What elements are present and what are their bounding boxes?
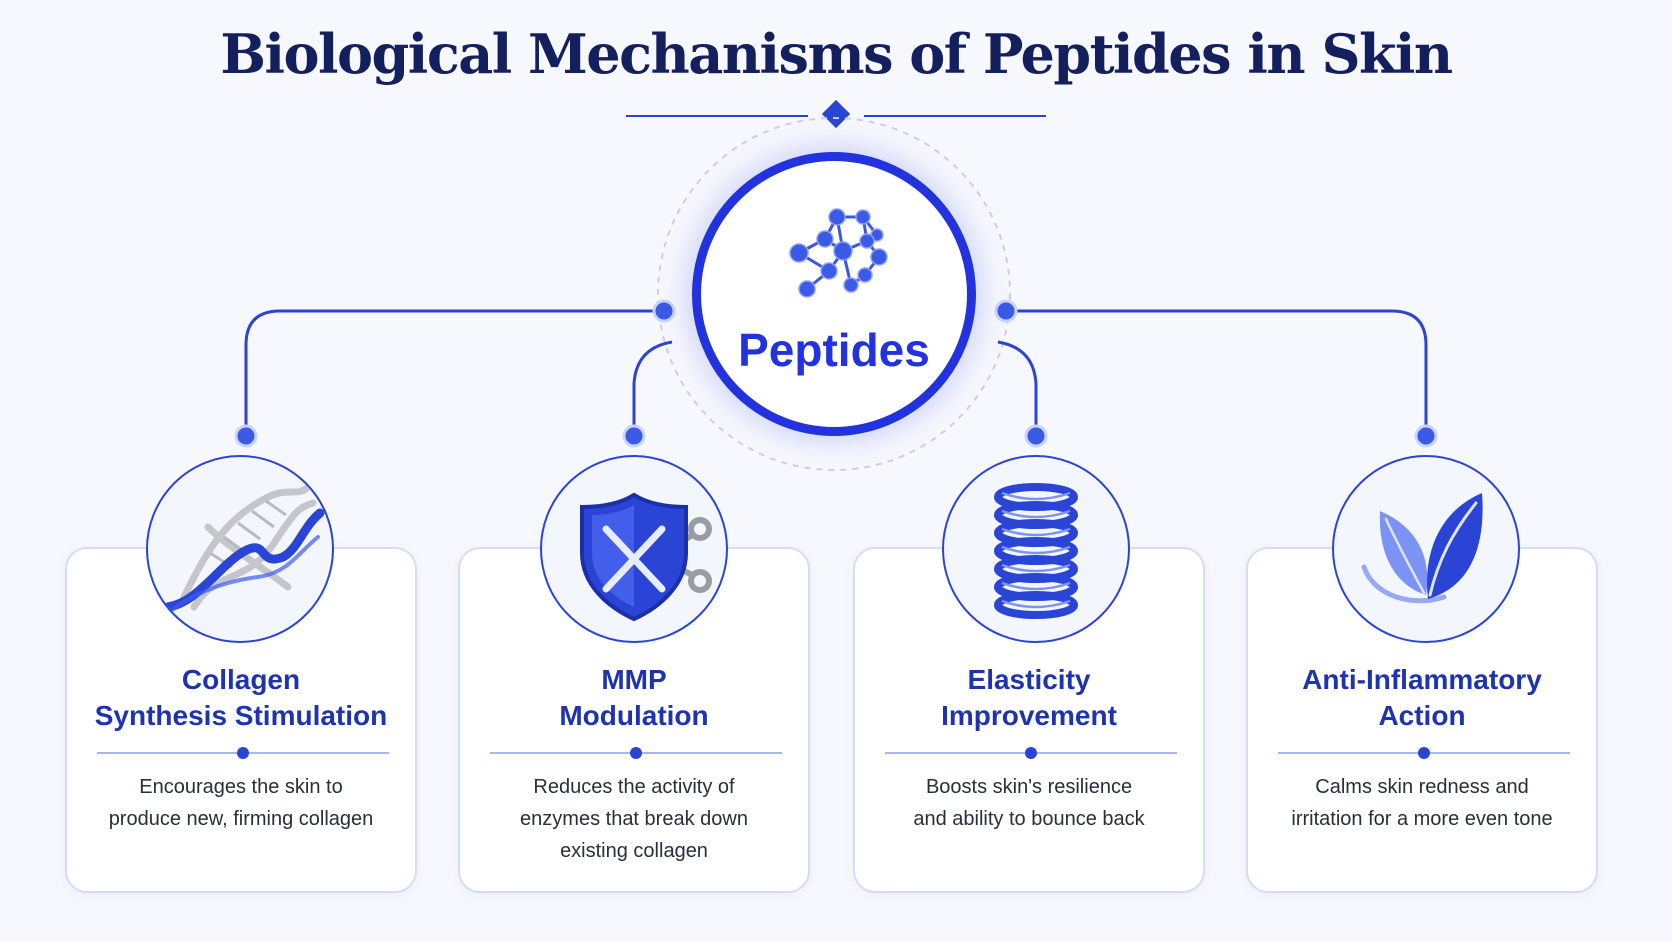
hub-label: Peptides	[738, 324, 930, 376]
connector-node	[234, 424, 258, 448]
elasticity-medallion	[942, 455, 1130, 643]
shield-scissors-icon	[580, 492, 712, 622]
connector-node	[652, 299, 676, 323]
peptides-hub: Peptides	[692, 152, 976, 436]
molecule-icon	[789, 208, 888, 298]
mmp-medallion	[540, 455, 728, 643]
connector-node	[622, 424, 646, 448]
card-title: Anti-Inflammatory Action	[1302, 664, 1542, 731]
card-description: Reduces the activity of enzymes that bre…	[520, 776, 748, 862]
anti-inflammatory-medallion	[1332, 455, 1520, 643]
mechanism-card-anti-inflammatory: Anti-Inflammatory Action Calms skin redn…	[1246, 547, 1598, 893]
card-divider	[97, 747, 389, 759]
card-title: Elasticity Improvement	[941, 664, 1117, 731]
connector-node	[1414, 424, 1438, 448]
card-description: Calms skin redness and irritation for a …	[1291, 776, 1553, 830]
connector-node	[1024, 424, 1048, 448]
card-divider	[885, 747, 1177, 759]
card-description: Boosts skin's resilience and ability to …	[913, 776, 1145, 830]
spring-icon	[994, 483, 1078, 619]
card-divider	[490, 747, 782, 759]
card-divider	[1278, 747, 1570, 759]
leaf-icon	[1361, 493, 1483, 604]
card-title: MMP Modulation	[559, 664, 709, 731]
collagen-medallion	[146, 455, 334, 643]
card-title: Collagen Synthesis Stimulation	[94, 664, 388, 731]
connector-node	[994, 299, 1018, 323]
collagen-helix-icon	[163, 483, 325, 615]
page-title: Biological Mechanisms of Peptides in Ski…	[220, 22, 1453, 86]
card-description: Encourages the skin to produce new, firm…	[108, 776, 374, 830]
